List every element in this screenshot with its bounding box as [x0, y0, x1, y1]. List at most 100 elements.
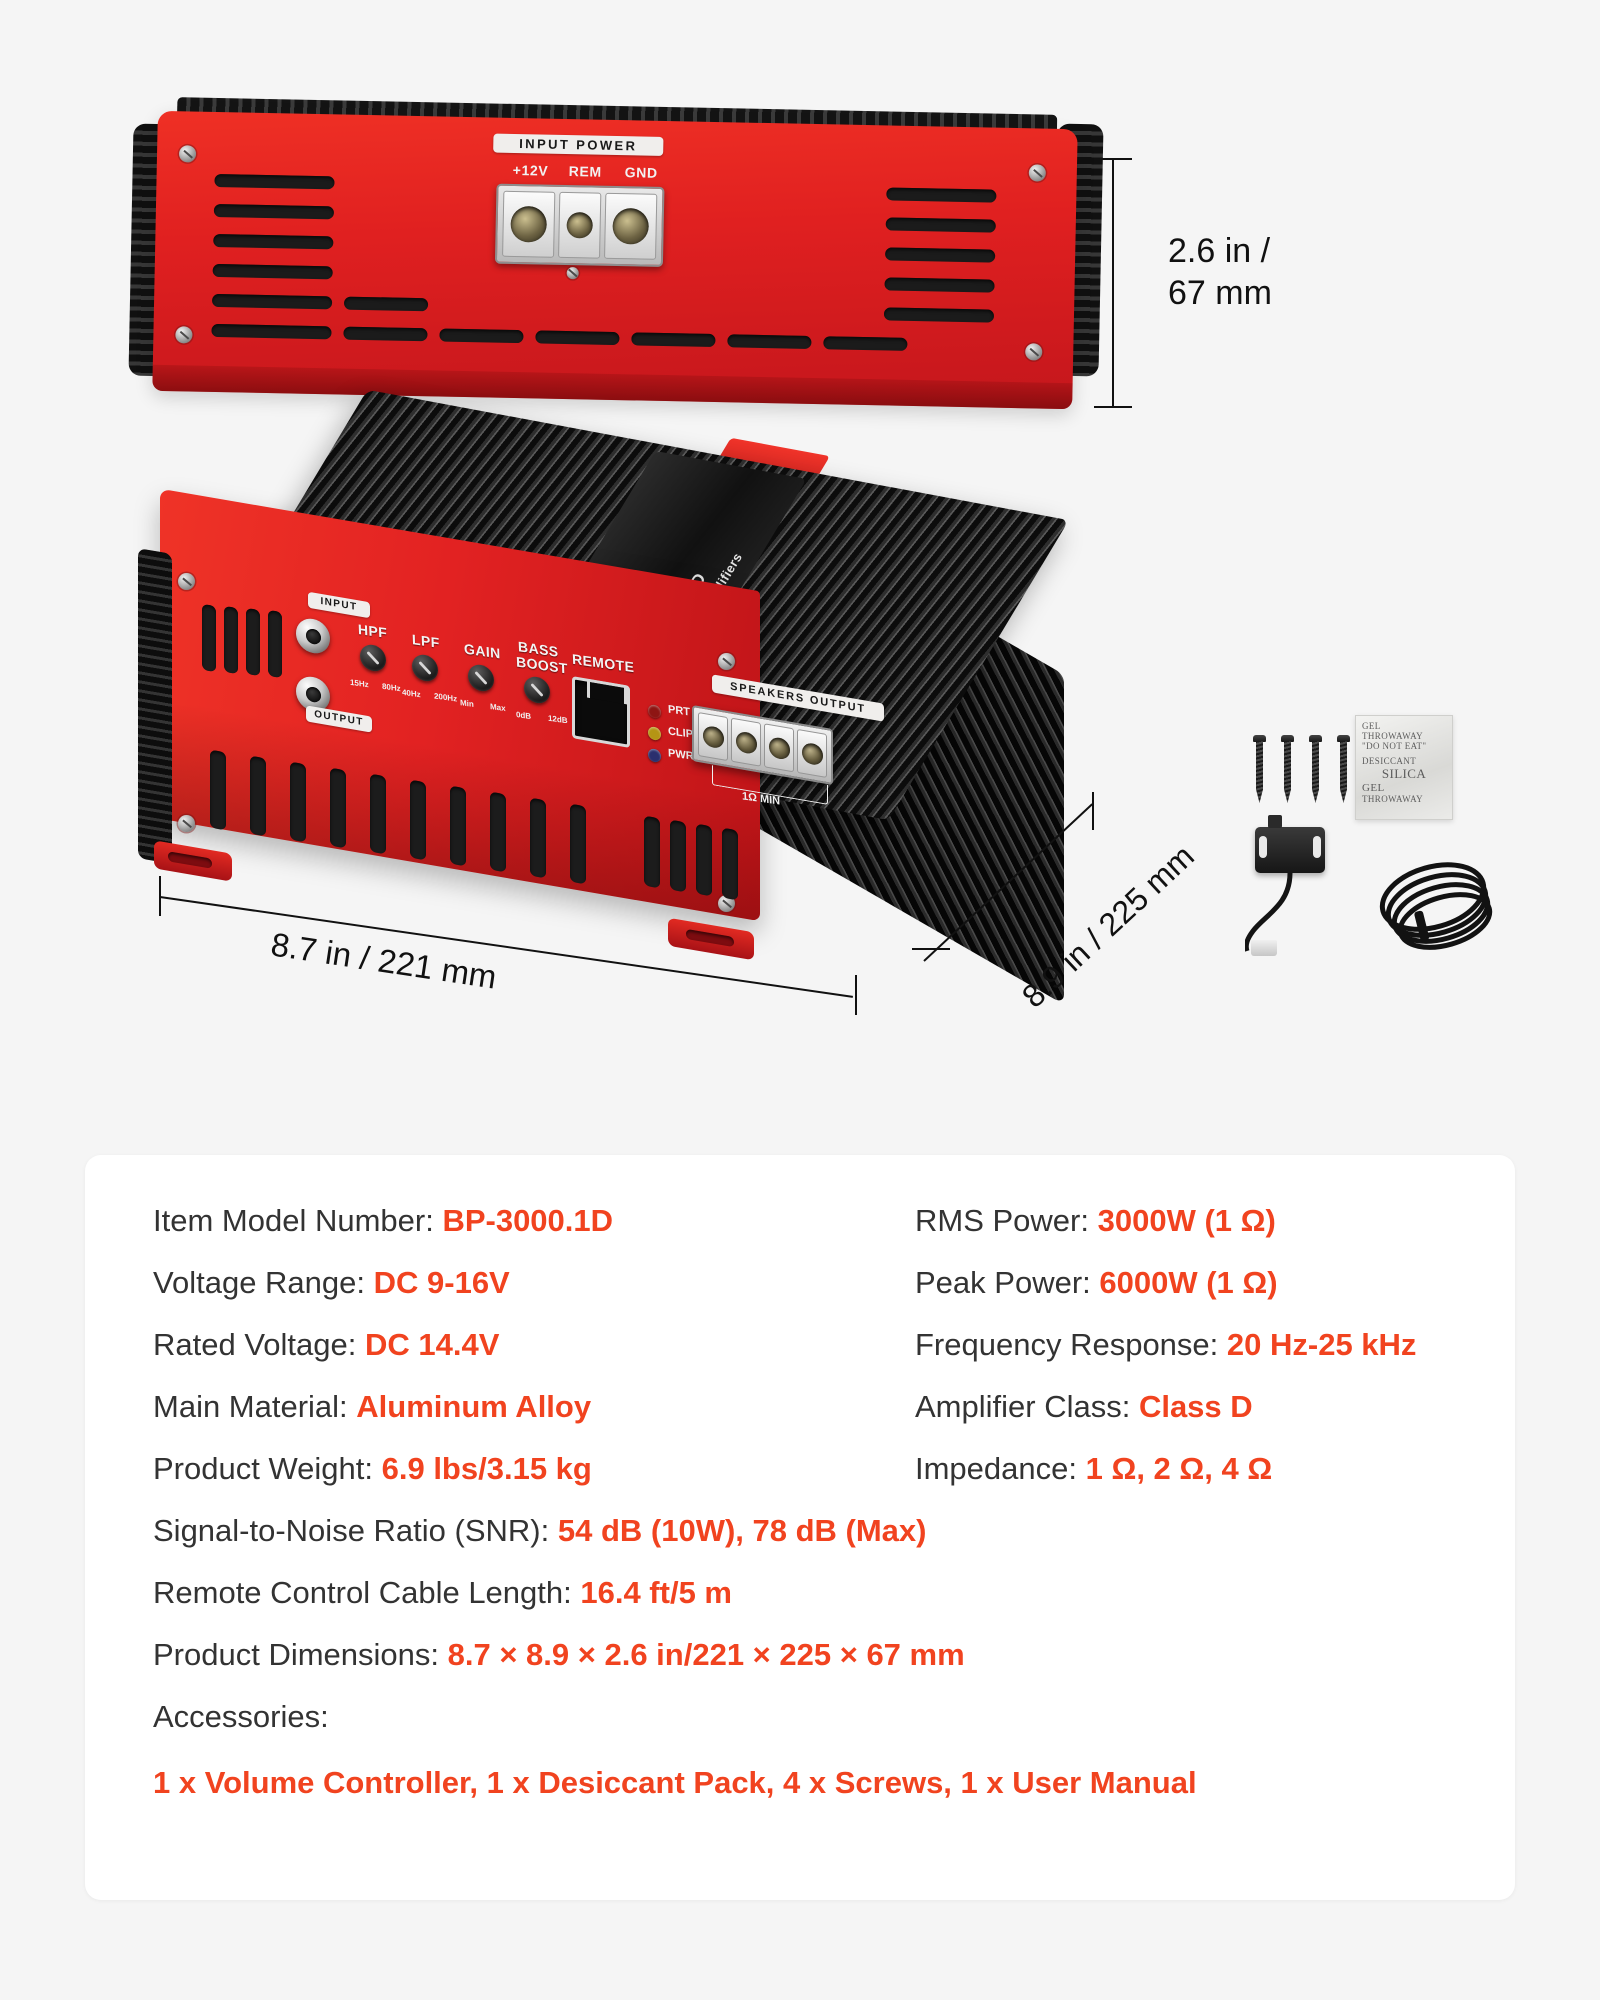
spec-label: Frequency Response: — [915, 1327, 1227, 1362]
spec-value: DC 9-16V — [373, 1265, 510, 1300]
desiccant-line-6: GEL — [1362, 782, 1385, 794]
dimension-height-label-line1: 2.6 in / — [1168, 232, 1271, 270]
vent-slot — [823, 336, 908, 351]
spec-value: 8.7 × 8.9 × 2.6 in/221 × 225 × 67 mm — [447, 1637, 965, 1672]
dimension-tick-left — [159, 876, 161, 916]
spec-row-frequency-response: Frequency Response: 20 Hz-25 kHz — [915, 1327, 1416, 1363]
dimension-width-label: 8.7 in / 221 mm — [268, 925, 500, 996]
spec-value: 20 Hz-25 kHz — [1226, 1327, 1417, 1362]
vent-slot — [886, 187, 997, 203]
coiled-cable — [1379, 862, 1493, 950]
dimension-depth-label: 8.9 in / 225 mm — [1015, 837, 1201, 1015]
spec-row-main-material: Main Material: Aluminum Alloy — [153, 1389, 591, 1425]
dimension-tick-bottom — [912, 948, 950, 950]
vent-slot — [530, 797, 546, 879]
vent-slot — [490, 791, 506, 873]
desiccant-line-5: SILICA — [1381, 766, 1427, 781]
spec-label: Product Dimensions: — [153, 1637, 448, 1672]
spec-value: Class D — [1138, 1389, 1253, 1424]
dimension-height: 2.6 in / 67 mm — [1090, 150, 1310, 420]
end-view-red-panel: INPUT POWER +12V REM GND — [152, 110, 1078, 410]
vent-slot — [885, 247, 996, 263]
terminal-screw-hole — [702, 724, 724, 749]
dimension-width: 8.7 in / 221 mm — [150, 876, 890, 1020]
vent-slot — [246, 607, 260, 677]
spec-value: 1 Ω, 2 Ω, 4 Ω — [1085, 1451, 1273, 1486]
spec-label: RMS Power: — [915, 1203, 1098, 1238]
spec-label: Remote Control Cable Length: — [153, 1575, 581, 1610]
dimension-line-width — [159, 896, 853, 998]
spec-label: Main Material: — [153, 1389, 357, 1424]
amplifier-end-view: INPUT POWER +12V REM GND — [128, 97, 1104, 425]
specification-card: Item Model Number: BP-3000.1D Voltage Ra… — [85, 1155, 1515, 1900]
amplifier-3d-body: VEVOR BP-3000.1D Car Mono Amplifiers — [120, 389, 1140, 1015]
tick-bass-min: 0dB — [515, 709, 532, 722]
vent-slot — [250, 755, 266, 837]
remote-rj-port[interactable] — [572, 676, 630, 748]
desiccant-line-1: GEL — [1362, 721, 1381, 731]
speaker-terminal — [797, 728, 827, 779]
screw-shaft — [1340, 741, 1347, 803]
chassis-screw — [718, 653, 735, 670]
spec-row-peak-power: Peak Power: 6000W (1 Ω) — [915, 1265, 1278, 1301]
front-left-endcap — [138, 548, 172, 864]
screw-shaft — [1256, 741, 1263, 803]
vent-slot — [343, 326, 428, 342]
screw-icon — [1253, 735, 1266, 809]
terminal-label-rem: REM — [568, 163, 602, 180]
dimension-tick-top — [1092, 792, 1094, 830]
terminal-gnd — [604, 192, 658, 260]
screw-head — [1253, 735, 1266, 742]
terminal-12v — [502, 190, 556, 258]
vent-slot — [213, 233, 334, 250]
screw-shaft — [1312, 741, 1319, 803]
terminal-screw-hole — [801, 741, 823, 766]
volume-controller-bracket-slot — [1259, 836, 1267, 858]
volume-controller-plug — [1251, 940, 1277, 956]
screw-head — [1281, 735, 1294, 742]
vent-slot — [670, 819, 686, 893]
vent-slot — [224, 605, 238, 675]
spec-label: Rated Voltage: — [153, 1327, 365, 1362]
spec-label: Signal-to-Noise Ratio (SNR): — [153, 1513, 558, 1548]
spec-row-product-dimensions: Product Dimensions: 8.7 × 8.9 × 2.6 in/2… — [153, 1637, 965, 1673]
accessories-group: GEL THROWAWAY "DO NOT EAT" DESICCANT SIL… — [1245, 715, 1500, 956]
volume-controller-bracket-slot — [1313, 836, 1321, 858]
screw-head — [1309, 735, 1322, 742]
spec-label: Accessories: — [153, 1699, 329, 1734]
spec-value: 54 dB (10W), 78 dB (Max) — [557, 1513, 927, 1548]
screw-icon — [1281, 735, 1294, 809]
amplifier-main-view: VEVOR BP-3000.1D Car Mono Amplifiers — [120, 389, 1140, 1075]
speaker-terminal — [764, 723, 794, 773]
spec-row-voltage-range: Voltage Range: DC 9-16V — [153, 1265, 510, 1301]
desiccant-line-4: DESICCANT — [1362, 756, 1417, 766]
dimension-line-vertical — [1112, 158, 1114, 408]
spec-row-impedance: Impedance: 1 Ω, 2 Ω, 4 Ω — [915, 1451, 1272, 1487]
input-power-plate-label: INPUT POWER — [493, 133, 664, 156]
chassis-screw — [175, 326, 193, 344]
spec-value: 6000W (1 Ω) — [1099, 1265, 1278, 1300]
vent-slot — [884, 277, 995, 293]
terminal-label-12v: +12V — [512, 161, 549, 179]
speaker-terminal — [698, 711, 728, 762]
screw-head — [1337, 735, 1350, 742]
chassis-screw — [178, 145, 197, 163]
chassis-screw — [178, 815, 195, 832]
spec-value: 16.4 ft/5 m — [580, 1575, 732, 1610]
vent-slot — [727, 334, 812, 349]
spec-row-rated-voltage: Rated Voltage: DC 14.4V — [153, 1327, 499, 1363]
vent-slot — [696, 823, 712, 897]
spec-row-rms-power: RMS Power: 3000W (1 Ω) — [915, 1203, 1276, 1239]
spec-label: Product Weight: — [153, 1451, 382, 1486]
vent-slot — [211, 293, 333, 310]
speaker-terminal — [731, 717, 761, 767]
vent-slot — [883, 307, 995, 323]
spec-row-product-weight: Product Weight: 6.9 lbs/3.15 kg — [153, 1451, 592, 1487]
spec-value: 3000W (1 Ω) — [1097, 1203, 1276, 1238]
vent-slot — [214, 173, 335, 190]
vent-slot — [885, 217, 996, 233]
terminal-screw-hole — [768, 735, 790, 761]
vent-slot — [570, 803, 586, 885]
vent-slot — [213, 203, 335, 220]
